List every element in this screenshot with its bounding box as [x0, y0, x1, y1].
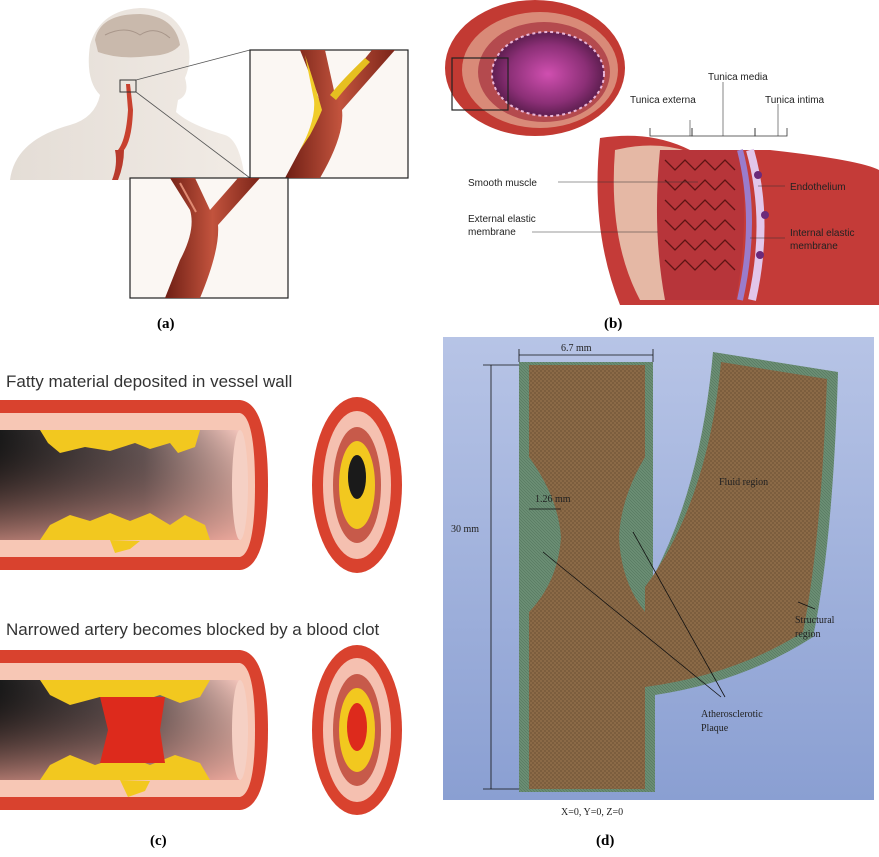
label-origin: X=0, Y=0, Z=0	[561, 807, 623, 818]
cross-section-clot	[312, 645, 402, 815]
label-tunica-media: Tunica media	[708, 72, 768, 83]
cross-section-fatty	[312, 397, 402, 573]
artery-tube-fatty	[0, 400, 268, 570]
panel-d-mesh-model: 6.7 mm 30 mm 1.26 mm Fluid region Struct…	[443, 337, 874, 830]
label-endothelium: Endothelium	[790, 182, 846, 193]
label-plaque-thickness: 1.26 mm	[535, 494, 571, 505]
label-tunica-intima: Tunica intima	[765, 95, 825, 106]
healthy-bifurcation-inset	[130, 178, 288, 298]
label-internal-elastic-1: Internal elastic	[790, 228, 854, 239]
panel-b-caption: (b)	[604, 316, 622, 333]
label-external-elastic-2: membrane	[468, 227, 516, 238]
label-external-elastic-1: External elastic	[468, 214, 536, 225]
label-fluid-region: Fluid region	[719, 477, 768, 488]
label-height: 30 mm	[451, 524, 479, 535]
label-athero-2: Plaque	[701, 723, 729, 734]
title-fatty-deposit: Fatty material deposited in vessel wall	[6, 372, 292, 391]
title-blood-clot: Narrowed artery becomes blocked by a blo…	[6, 620, 380, 639]
label-internal-elastic-2: membrane	[790, 241, 838, 252]
panel-d-caption: (d)	[596, 833, 614, 850]
label-athero-1: Atherosclerotic	[701, 709, 763, 720]
blood-clot	[100, 697, 165, 763]
label-structural-1: Structural	[795, 615, 835, 626]
panel-c-illustration: Fatty material deposited in vessel wall …	[0, 335, 430, 825]
vessel-wall-detail	[598, 136, 879, 305]
panel-c-caption: (c)	[150, 833, 167, 850]
panel-b-illustration: Tunica media Tunica externa Tunica intim…	[440, 0, 879, 305]
panel-a-illustration	[0, 0, 410, 305]
diseased-bifurcation-inset	[250, 50, 408, 178]
panel-a-caption: (a)	[157, 316, 175, 333]
label-width: 6.7 mm	[561, 343, 592, 354]
label-smooth-muscle: Smooth muscle	[468, 178, 537, 189]
artery-tube-clot	[0, 650, 268, 810]
vessel-cross-section	[445, 0, 625, 136]
label-tunica-externa: Tunica externa	[630, 95, 696, 106]
label-structural-2: region	[795, 629, 821, 640]
